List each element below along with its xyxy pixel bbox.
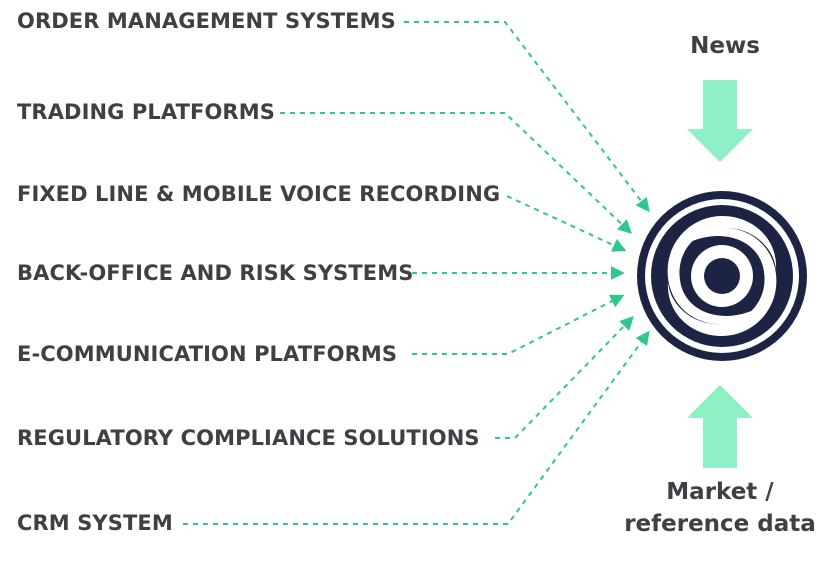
connector-order-management [404,21,650,213]
market-label-line2: reference data [624,511,816,537]
arrow-down-icon [687,80,753,162]
source-order-management: ORDER MANAGEMENT SYSTEMS [17,9,396,33]
connector-voice-recording [506,195,627,252]
connector-trading-platforms [280,112,633,234]
market-label: Market / reference data [620,476,820,540]
source-e-communication: E-COMMUNICATION PLATFORMS [17,342,398,366]
news-label: News [690,33,760,59]
source-voice-recording: FIXED LINE & MOBILE VOICE RECORDING [17,182,501,206]
source-regulatory: REGULATORY COMPLIANCE SOLUTIONS [17,426,480,450]
source-crm: CRM SYSTEM [17,511,173,535]
source-trading-platforms: TRADING PLATFORMS [17,100,275,124]
connector-e-communication [412,294,625,355]
connector-regulatory [495,315,634,439]
connector-crm [183,330,650,525]
swirl-logo-icon [637,191,807,361]
market-label-line1: Market / [666,479,774,505]
source-back-office: BACK-OFFICE AND RISK SYSTEMS [17,261,414,285]
arrow-up-icon [687,385,753,468]
